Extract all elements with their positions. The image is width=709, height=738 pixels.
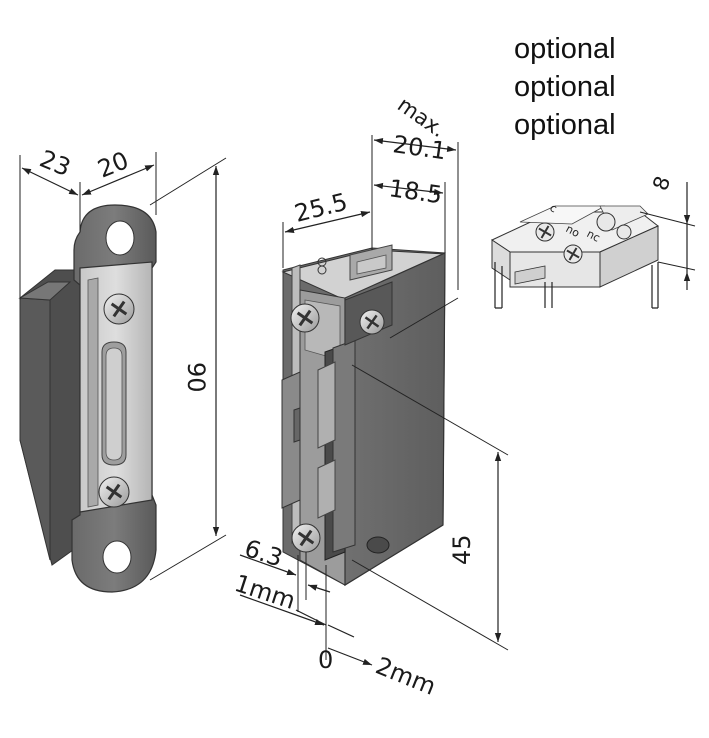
dim-strike-depth: 20 — [94, 146, 133, 183]
dim-latch-height: 45 — [448, 534, 476, 565]
dim-opener-width: 25.5 — [292, 188, 351, 228]
dim-opener-max-depth: 20.1 — [391, 130, 448, 165]
dim-adjust-zero: 0 — [318, 646, 333, 674]
dim-strike-height: 90 — [182, 362, 210, 393]
terminal-block: nc no c — [490, 201, 659, 309]
dim-offset: 6.3 — [241, 534, 286, 572]
terminal-label-no: no — [564, 222, 582, 240]
dim-adjust-minus: 1mm — [231, 569, 299, 615]
dim-opener-depth: 18.5 — [387, 174, 444, 209]
note-optional-2: optional — [514, 71, 616, 103]
note-optional-3: optional — [514, 109, 616, 141]
terminal-label-nc: nc — [585, 227, 603, 245]
dim-strike-width: 23 — [36, 145, 75, 182]
door-opener — [281, 244, 446, 587]
terminal-label-c: c — [548, 201, 559, 215]
dim-terminal-height: 8 — [648, 173, 675, 194]
note-optional-1: optional — [514, 33, 616, 65]
dim-adjust-plus: 2mm — [372, 652, 440, 701]
strike-plate — [18, 204, 157, 593]
